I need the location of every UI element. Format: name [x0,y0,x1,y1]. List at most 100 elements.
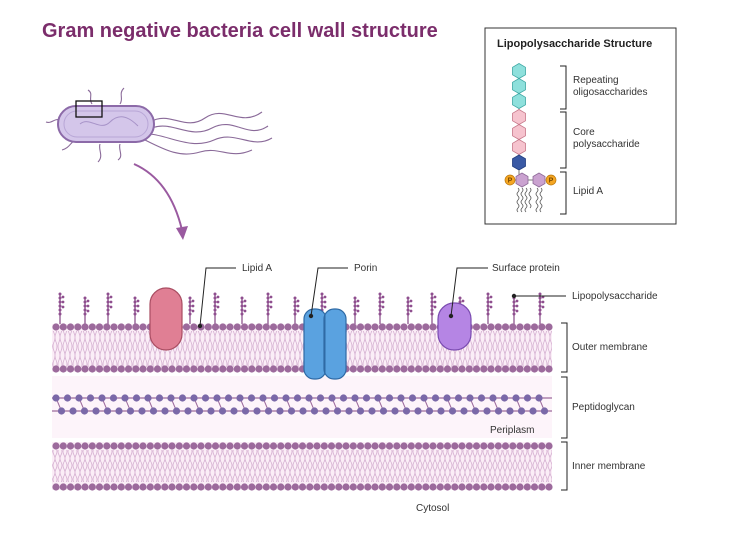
lipid-head [530,365,539,373]
phosphate-group [504,174,516,186]
peptidoglycan-node [362,394,371,402]
lipid-head [393,365,401,373]
lps-sugar-dot [486,296,490,300]
label-porin: Porin [354,263,377,274]
lipid-head [465,483,473,491]
lps-sugar-dot [109,300,113,304]
inner-membrane-head-row-bottom [52,483,553,491]
lipid-head [161,365,169,373]
phosphate-label: P [508,178,513,185]
lipid-head [472,483,481,491]
lipid-head [66,483,75,491]
lps-sugar-dot [240,304,244,308]
lps-sugar-dot [83,304,87,308]
lipid-head [226,442,234,450]
lipid-head [364,365,372,373]
lipid-head [103,483,111,491]
lps-sugar-dot [136,309,140,313]
lipid-head [262,442,270,450]
lipid-head [393,323,401,331]
peptidoglycan-node [247,394,256,402]
lipid-head [277,323,285,331]
peptidoglycan-node [69,407,77,415]
peptidoglycan-node [115,407,123,415]
lps-sugar-dot [409,309,413,313]
lps-sugar-dot [106,300,110,304]
core-sugar [512,124,526,140]
lipid-head [117,483,125,491]
lps-sugar-dot [213,312,217,316]
lps-sugar-dot [293,296,297,300]
lps-sugar-dot [216,300,220,304]
bacterium-illustration [45,87,273,163]
peptidoglycan-node [328,394,336,402]
peptidoglycan-node [305,394,313,402]
peptidoglycan-node [103,407,112,415]
lipid-head [52,483,60,491]
lipid-head [74,365,82,373]
lipid-head [538,442,546,450]
lipid-head [494,483,502,491]
peptidoglycan-node [339,394,348,402]
lps-sugar-dot [515,299,519,303]
lps-sugar-dot [83,312,87,316]
lps-sugar-dot [323,300,327,304]
lps-sugar-dot [406,296,410,300]
peptidoglycan-node [471,407,480,415]
lipid-head [74,323,82,331]
lipid-head [124,483,133,491]
lps-sugar-dot [353,296,357,300]
lps-sugar-dot [433,295,437,299]
lps-sugar-dot [86,309,90,313]
lps-sugar-dot [58,308,62,312]
lps-sugar-dot [515,304,519,308]
lipid-head [356,483,365,491]
lipid-head [110,442,118,450]
lps-chain [538,292,545,324]
lipid-head [190,323,198,331]
lps-sugar-dot [213,300,217,304]
lipid-head [248,483,256,491]
lipid-head [291,365,299,373]
lps-sugar-dot [243,299,247,303]
lps-sugar-dot [266,296,270,300]
peptidoglycan-node [391,407,399,415]
lps-sugar-dot [269,295,273,299]
inner-membrane-tails [52,450,552,466]
lps-chain [133,296,140,324]
peptidoglycan-node [178,394,187,402]
lipid-head [545,483,553,491]
segment-label-core-2: polysaccharide [573,139,640,150]
callout-dot [197,323,203,329]
callout-dot [511,293,517,299]
lipid-head [240,442,249,450]
lipid-head [429,483,437,491]
lipid-head [378,323,386,331]
lipid-head [146,483,154,491]
lps-sugar-dot [133,312,137,316]
inner-membrane-head-row-top [52,442,553,450]
lps-sugar-dot [58,296,62,300]
lipid-head [545,323,553,331]
lipid-head [139,442,147,450]
lps-sugar-dot [320,292,324,296]
lipid-head [538,323,546,331]
label-cytosol: Cytosol [416,503,449,514]
lps-sugar-dot [538,292,542,296]
lps-structure-panel: Lipopolysaccharide Structure P P [484,27,677,225]
lipid-head [313,442,321,450]
lipid-head [240,323,249,331]
peptidoglycan-node [75,394,83,402]
lps-chain [83,296,90,324]
peptidoglycan-node [477,394,486,402]
peptidoglycan-node [172,407,181,415]
lipid-head [132,323,140,331]
lipid-head [378,365,386,373]
lipid-head [364,442,372,450]
lipid-head [59,323,67,331]
lipid-head [146,442,154,450]
lps-chain [58,292,65,324]
lipid-head [298,483,307,491]
lipid-head [472,323,481,331]
lipid-head [516,365,524,373]
